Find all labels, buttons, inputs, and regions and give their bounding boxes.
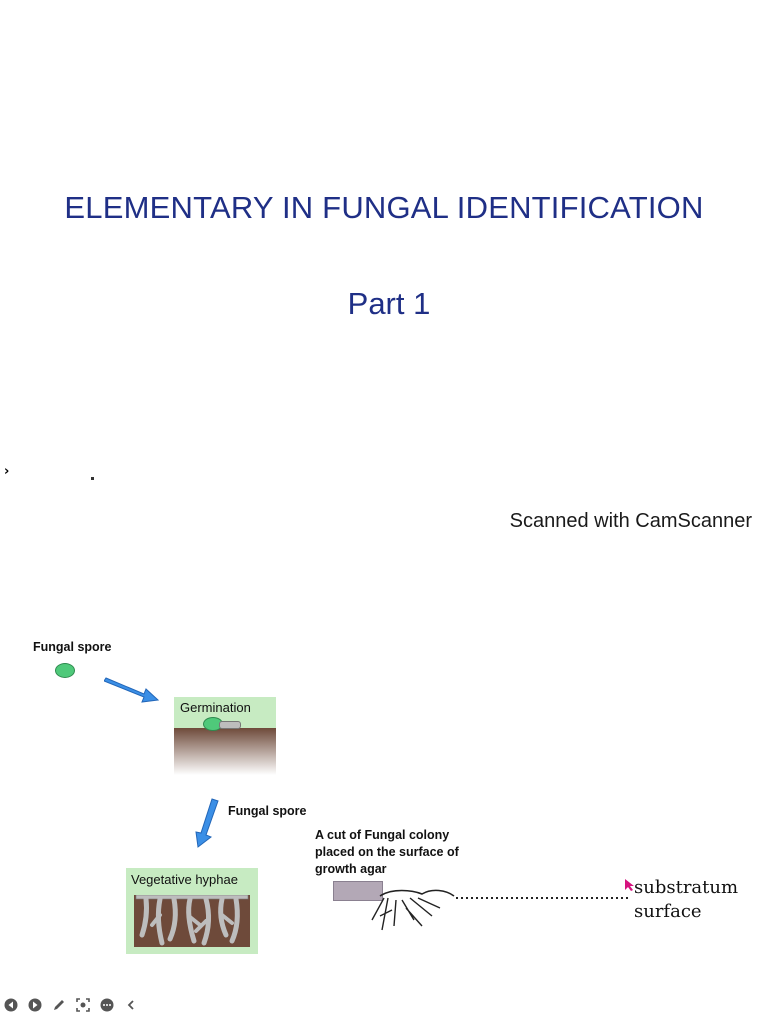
fungal-spore-label-2: Fungal spore xyxy=(228,804,307,818)
next-icon[interactable] xyxy=(26,996,44,1014)
more-icon[interactable] xyxy=(98,996,116,1014)
arrow-2-icon xyxy=(195,798,219,848)
substratum-line-1: substratum xyxy=(634,877,739,898)
germ-tube xyxy=(219,721,241,729)
germination-label: Germination xyxy=(180,700,251,715)
fit-screen-icon[interactable] xyxy=(74,996,92,1014)
vegetative-hyphae-box: Vegetative hyphae xyxy=(126,868,258,954)
substratum-label: substratum surface xyxy=(634,876,738,924)
pen-icon[interactable] xyxy=(50,996,68,1014)
colony-cut-line-1: A cut of Fungal colony xyxy=(315,828,450,842)
dot-mark xyxy=(91,477,94,480)
slide-title: ELEMENTARY IN FUNGAL IDENTIFICATION xyxy=(64,190,704,225)
hyphae-drawing-icon xyxy=(135,894,249,946)
colony-cut-line-2: placed on the surface of xyxy=(315,845,459,859)
germination-box: Germination xyxy=(174,697,276,775)
vegetative-hyphae-label: Vegetative hyphae xyxy=(131,872,238,887)
spore-shape xyxy=(55,663,75,678)
agar-cut-block xyxy=(333,881,383,901)
collapse-icon[interactable] xyxy=(122,996,140,1014)
caret-mark: › xyxy=(4,464,10,479)
viewer-toolbar xyxy=(2,996,140,1014)
cursor-icon xyxy=(625,879,634,891)
colony-cut-label: A cut of Fungal colony placed on the sur… xyxy=(315,827,459,878)
arrow-1-icon xyxy=(104,677,160,703)
hyphae-soil xyxy=(134,894,250,947)
camscanner-watermark: Scanned with CamScanner xyxy=(509,510,752,532)
slide-subtitle: Part 1 xyxy=(347,286,431,321)
prev-icon[interactable] xyxy=(2,996,20,1014)
colony-cut-line-3: growth agar xyxy=(315,862,387,876)
spreading-hyphae-icon xyxy=(371,889,630,931)
germination-soil xyxy=(174,728,276,775)
fungal-spore-label: Fungal spore xyxy=(33,640,112,654)
substratum-line-2: surface xyxy=(634,901,702,922)
